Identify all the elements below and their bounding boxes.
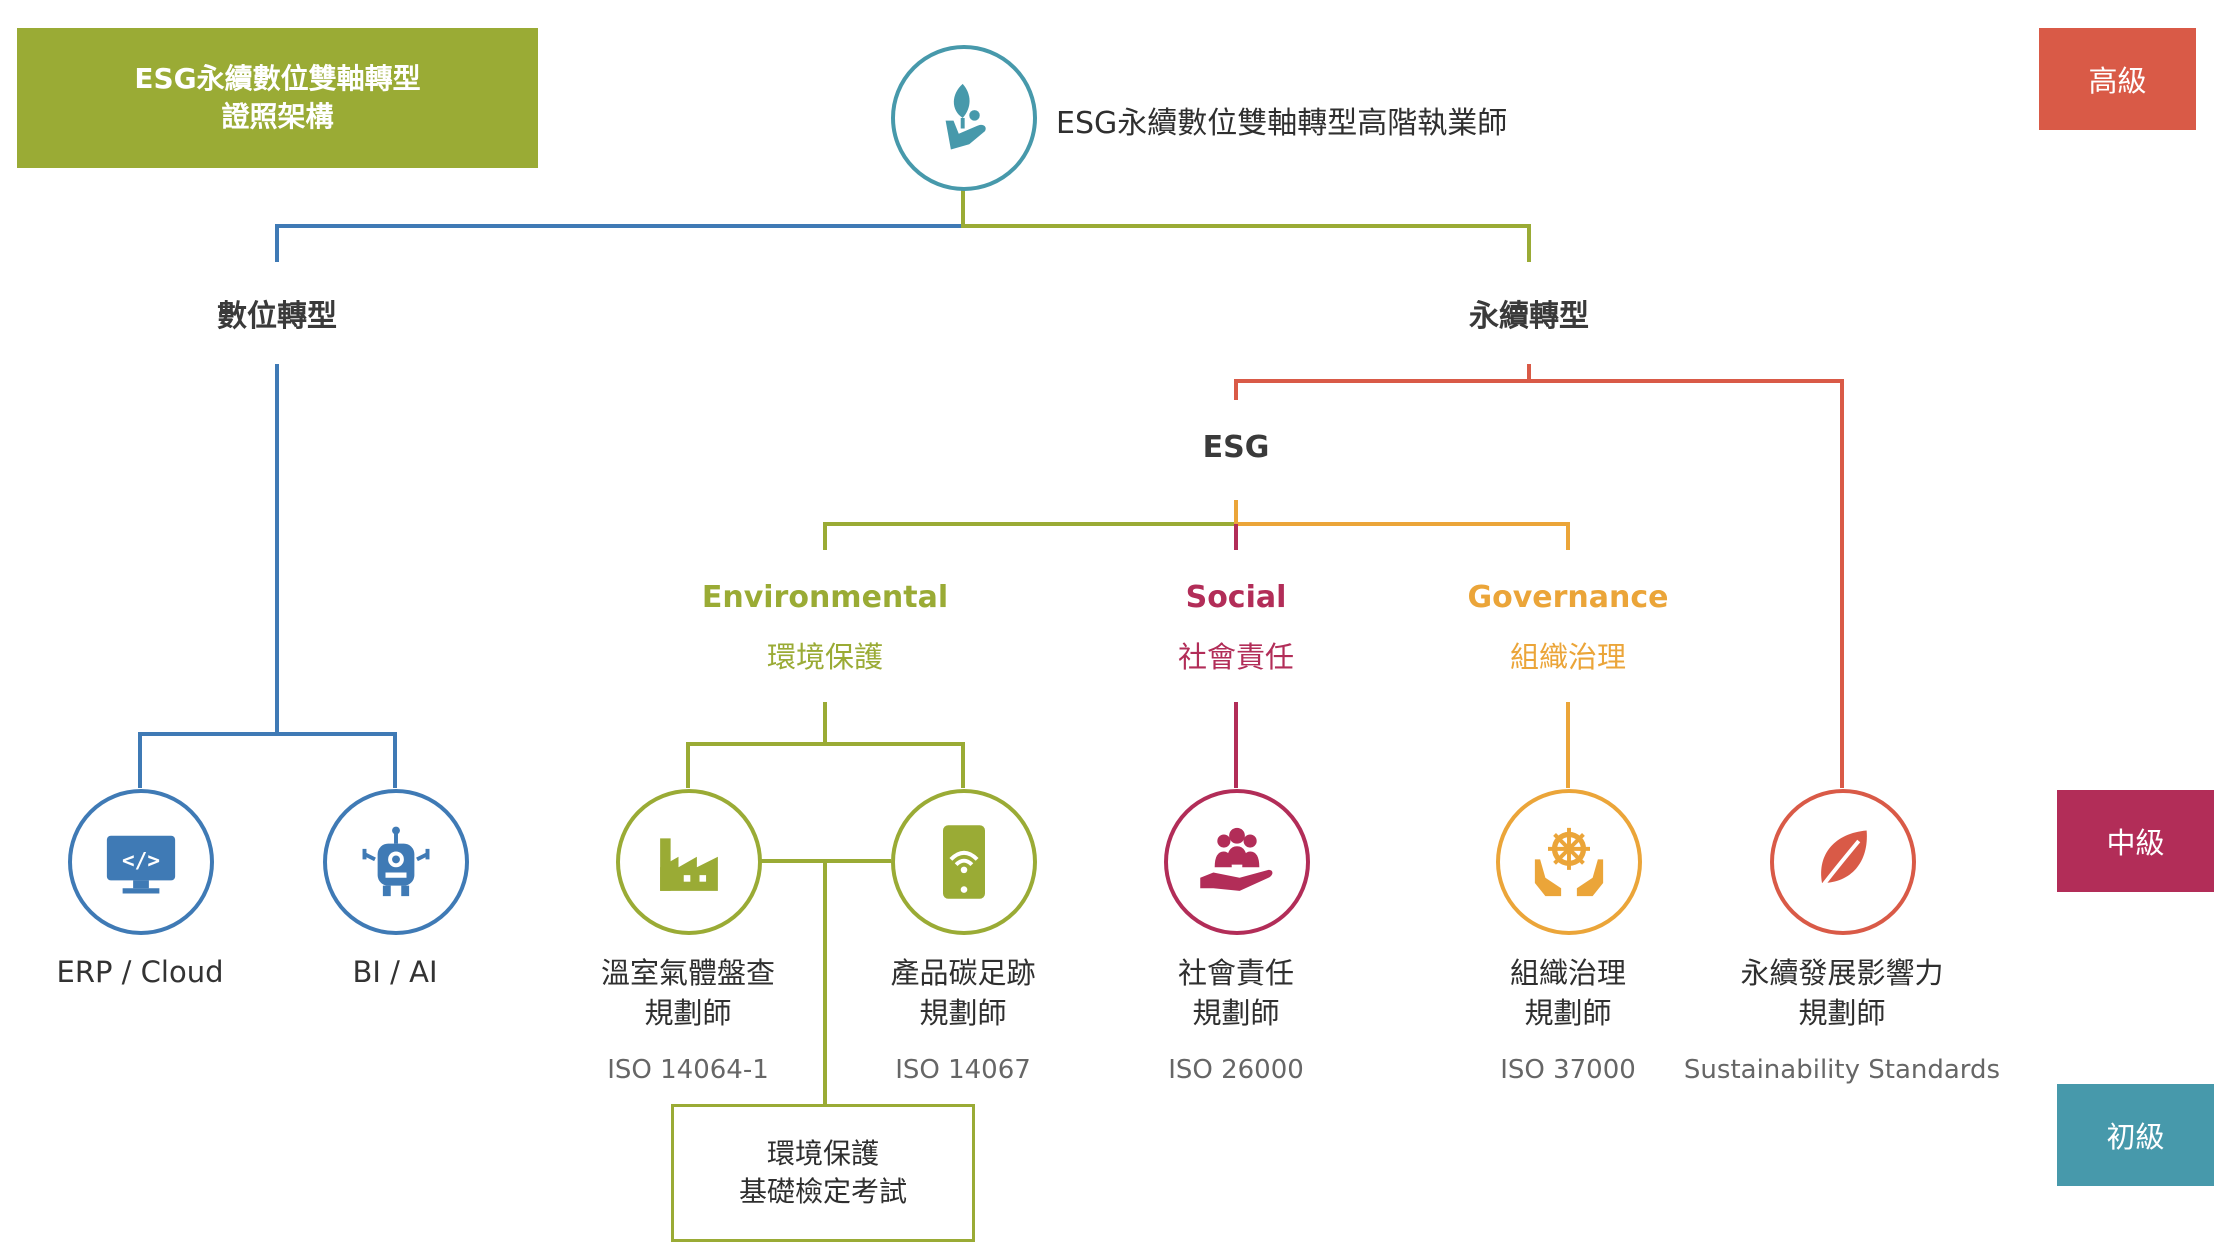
social-cert-label: 社會責任 規劃師: [1178, 953, 1294, 1033]
top-node-circle: [891, 45, 1037, 191]
level-advanced-label: 高級: [2088, 64, 2147, 98]
social-cert-line1: 社會責任: [1177, 956, 1295, 990]
pillar-environmental-en: Environmental: [701, 580, 949, 615]
erp-cloud-label: ERP / Cloud: [56, 955, 224, 989]
basic-exam-line2: 基礎檢定考試: [738, 1175, 907, 1208]
pillar-environmental-zh: 環境保護: [766, 640, 884, 674]
framework-title-line1: ESG永續數位雙軸轉型: [134, 62, 421, 95]
level-beginner-label: 初級: [2106, 1120, 2165, 1154]
code-monitor-icon: </>: [106, 835, 176, 894]
cfp-circle: [891, 789, 1037, 935]
gov-cert-line1: 組織治理: [1509, 956, 1627, 990]
leaf-icon: [1815, 830, 1867, 895]
social-cert-line2: 規劃師: [1192, 996, 1280, 1030]
ghg-label-line2: 規劃師: [644, 996, 732, 1030]
cfp-iso: ISO 14067: [895, 1055, 1031, 1085]
line-top-to-sustainable: [961, 188, 1531, 262]
svg-text:</>: </>: [122, 848, 160, 872]
cfp-label-line2: 規劃師: [919, 996, 1007, 1030]
helm-hands-icon: [1534, 827, 1604, 897]
pillar-governance-zh: 組織治理: [1509, 640, 1627, 674]
smartphone-icon: [943, 825, 985, 899]
impact-circle: [1770, 789, 1916, 935]
ghg-label-line1: 溫室氣體盤查: [600, 956, 776, 990]
cfp-label: 產品碳足跡 規劃師: [890, 953, 1035, 1033]
pillar-social-zh: 社會責任: [1177, 640, 1295, 674]
top-node-label: ESG永續數位雙軸轉型高階執業師: [1056, 106, 1508, 141]
ghg-circle: [616, 789, 762, 935]
social-circle: [1164, 789, 1310, 935]
framework-title-box: ESG永續數位雙軸轉型 證照架構: [17, 28, 538, 168]
social-iso: ISO 26000: [1168, 1055, 1304, 1085]
line-esg-to-gov: [1236, 522, 1570, 550]
bi-ai-circle: [323, 789, 469, 935]
gov-circle: [1496, 789, 1642, 935]
basic-exam-box: 環境保護 基礎檢定考試: [671, 1104, 975, 1242]
leaf-hand-icon: [945, 83, 986, 150]
pillar-governance-en: Governance: [1467, 580, 1669, 615]
level-badge-intermediate: 中級: [2057, 790, 2214, 892]
branch-esg-label: ESG: [1202, 430, 1270, 465]
level-badge-advanced: 高級: [2039, 28, 2196, 130]
level-badge-beginner: 初級: [2057, 1084, 2214, 1186]
line-env-split: [686, 742, 965, 788]
level-intermediate-label: 中級: [2106, 826, 2165, 860]
branch-sustainable-label: 永續轉型: [1469, 299, 1589, 334]
gov-iso: ISO 37000: [1500, 1055, 1636, 1085]
framework-title-line2: 證照架構: [221, 100, 334, 133]
impact-cert-line1: 永續發展影響力: [1740, 956, 1944, 990]
branch-digital-label: 數位轉型: [217, 299, 337, 334]
people-hand-icon: [1200, 827, 1273, 891]
gov-cert-label: 組織治理 規劃師: [1510, 953, 1626, 1033]
robot-icon: [362, 826, 430, 897]
ghg-label: 溫室氣體盤查 規劃師: [601, 953, 775, 1033]
basic-exam-line1: 環境保護: [766, 1137, 879, 1170]
cfp-label-line1: 產品碳足跡: [890, 956, 1036, 990]
erp-cloud-circle: </>: [68, 789, 214, 935]
bi-ai-label: BI / AI: [352, 955, 438, 989]
line-digital-split: [138, 732, 397, 788]
ghg-iso: ISO 14064-1: [607, 1055, 769, 1085]
line-sustainable-split: [1234, 379, 1844, 788]
factory-icon: [660, 838, 718, 891]
impact-cert-line2: 規劃師: [1798, 996, 1886, 1030]
impact-cert-label: 永續發展影響力 規劃師: [1740, 953, 1943, 1033]
pillar-social-en: Social: [1185, 580, 1287, 615]
gov-cert-line2: 規劃師: [1524, 996, 1612, 1030]
line-esg-to-env: [823, 522, 1236, 550]
line-top-to-digital: [275, 188, 965, 262]
impact-standards: Sustainability Standards: [1683, 1055, 2001, 1085]
